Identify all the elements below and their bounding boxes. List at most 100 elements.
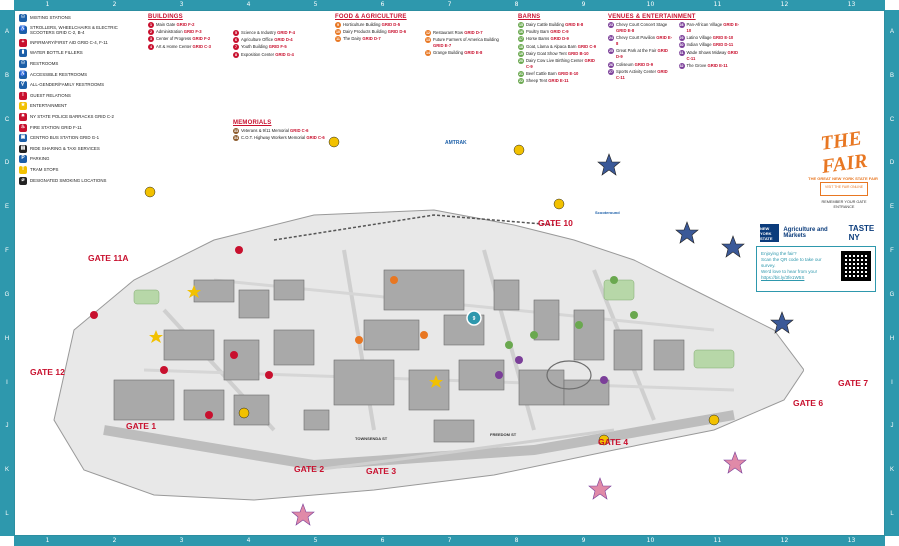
legend-item-grid: GRID C-9 <box>550 29 569 35</box>
ruler-row-label: G <box>889 291 895 298</box>
map-marker-number: 11 <box>335 36 341 43</box>
legend-item-grid: GRID D-5 <box>381 22 401 27</box>
legend-item-grid: GRID E-11 <box>707 62 728 68</box>
legend-item-name: Chevy Court Pavilion <box>616 35 656 41</box>
legend-item-name: Exposition Center <box>241 51 275 57</box>
survey-line-2: Scan the QR code to take our survey. <box>761 257 822 268</box>
star-icon: ★ <box>19 102 27 111</box>
legend-item-name: Veterans & 9/11 Memorial <box>241 128 289 133</box>
ruler-col-label: 8 <box>514 1 519 8</box>
map-marker-number: 13 <box>425 37 431 44</box>
barns-legend-label: Goat, Llama & Alpaca Barn GRID C-9 <box>526 44 596 50</box>
legend-item-grid: GRID F-5 <box>268 44 287 50</box>
map-marker-number: 16 <box>518 29 524 36</box>
survey-link[interactable]: https://bit.ly/3fe1W5S <box>761 275 805 280</box>
barns-legend-label: Dairy Cattle Building GRID E-8 <box>526 22 583 28</box>
legend-item-grid: GRID D-7 <box>362 36 381 42</box>
ruler-row-label: C <box>4 116 10 123</box>
ruler-col-label: 6 <box>380 537 385 544</box>
legend-item-name: Center of Progress <box>156 36 192 42</box>
legend-item-name: Grange Building <box>433 50 464 56</box>
ruler-col-label: 10 <box>646 1 655 8</box>
services-legend-label: TRAM STOPS <box>30 167 59 172</box>
food-legend-label: Horticulture Building GRID D-5 <box>343 22 400 28</box>
wheelchair-icon: ♿ <box>19 26 27 35</box>
ruler-row-label: F <box>890 248 894 255</box>
ruler-col-label: 5 <box>313 537 318 544</box>
fairgrounds-map[interactable]: 9 <box>14 130 804 535</box>
qr-code-icon[interactable] <box>841 251 871 281</box>
legend-item-grid: GRID E-8 <box>464 50 483 56</box>
map-marker-number: 1 <box>148 22 154 28</box>
ruler-row-label: I <box>6 379 8 386</box>
the-fair-logo: THE FAIR THE GREAT NEW YORK STATE FAIR <box>808 127 878 181</box>
ruler-col-label: 9 <box>581 537 586 544</box>
services-legend-label: RIDE SHARING & TAXI SERVICES <box>30 145 100 151</box>
partner-logos: NEW YORK STATE Agriculture and Markets T… <box>760 222 880 244</box>
legend-item-name: Science & Industry <box>241 30 276 35</box>
legend-item-name: The Dairy <box>343 36 362 42</box>
ruler-col-label: 10 <box>646 537 655 544</box>
gate-11a-label: GATE 11A <box>88 253 129 263</box>
services-legend-item: ⚥ALL-GENDER/FAMILY RESTROOMS <box>19 81 139 90</box>
ruler-col-label: 12 <box>780 1 789 8</box>
services-legend-label: INFIRMARY/FIRST AID GRID C-4, F-11 <box>30 39 108 45</box>
buildings-legend-label: Youth Building GRID F-5 <box>241 44 287 50</box>
buildings-legend-label: Administration GRID F-3 <box>156 29 202 35</box>
restroom-icon: ☉ <box>19 59 27 68</box>
legend-item-grid: GRID D-7 <box>464 30 483 35</box>
ruler-row-label: C <box>889 116 895 123</box>
survey-box[interactable]: Enjoying the fair? Scan the QR code to t… <box>756 246 876 292</box>
gate-10-label: GATE 10 <box>538 218 573 228</box>
map-marker-number: 20 <box>518 57 524 64</box>
map-marker-number: 17 <box>518 36 524 43</box>
legend-item-grid: GRID C-3 <box>192 43 211 49</box>
gate-1-label: GATE 1 <box>126 421 157 431</box>
legend-item-grid: GRID E-10 <box>686 22 740 33</box>
food-legend-label: Grange Building GRID E-8 <box>433 50 482 56</box>
venues-legend-label: Wade Shows Midway GRID C-11 <box>687 50 744 62</box>
ruler-row-label: F <box>5 248 9 255</box>
services-legend-label: NY STATE POLICE BARRACKS GRID C-2 <box>30 114 114 120</box>
map-marker-number: 6 <box>233 37 239 44</box>
legend-item-name: Beef Cattle Barn <box>526 71 557 77</box>
